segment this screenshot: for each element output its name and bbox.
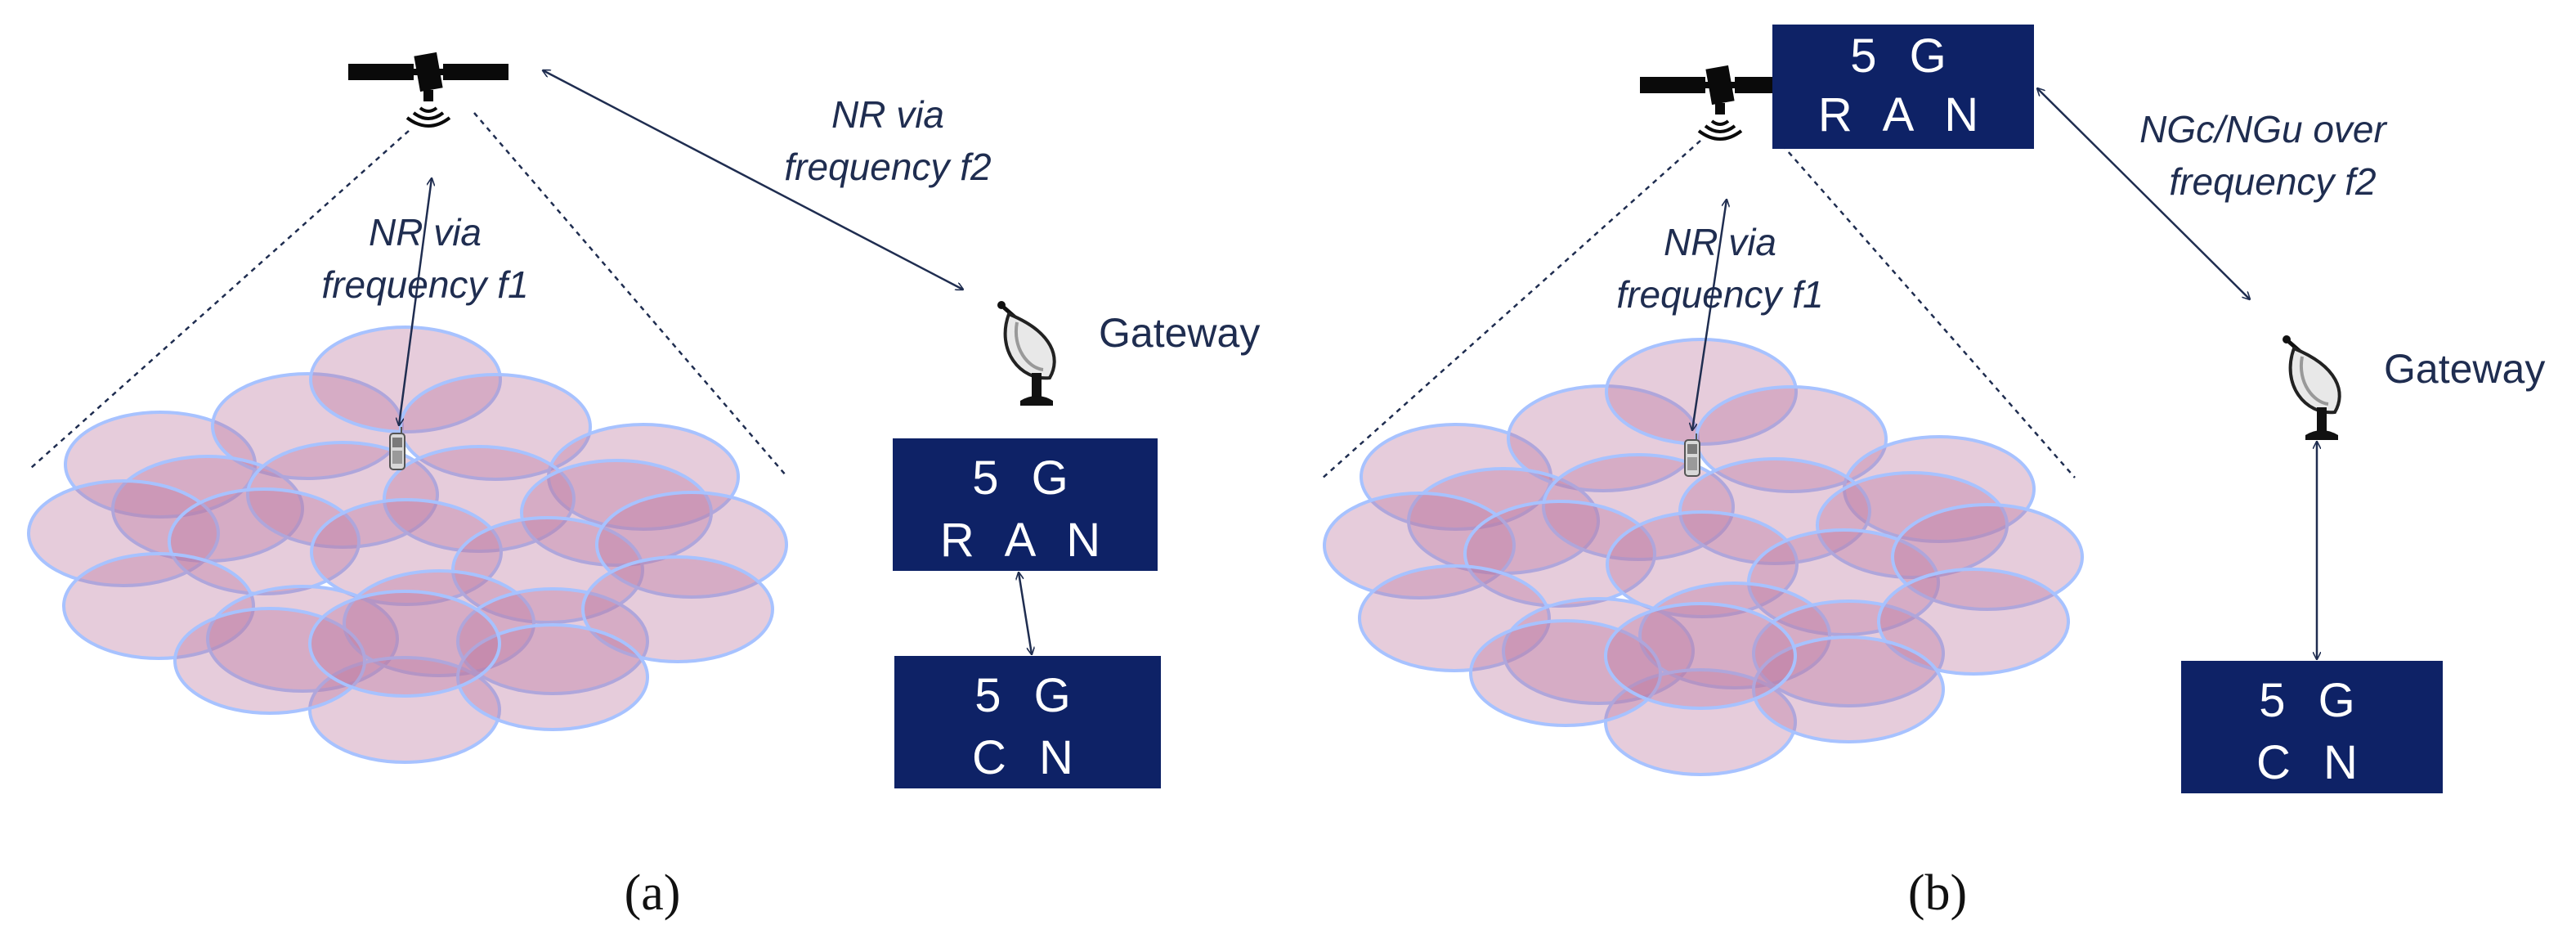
ran-box-b-line2: R A N	[1818, 88, 1988, 141]
ran-box-line2: R A N	[940, 514, 1110, 567]
phone-icon-b	[1684, 433, 1700, 477]
cn-box-line2: C N	[972, 731, 1083, 784]
link-f2-arrow	[543, 70, 963, 290]
ran-cn-link	[1019, 573, 1032, 654]
panel-b: 5 G R A N NR via frequency f1 NGc/NGu ov…	[1320, 25, 2545, 921]
link-f1-arrow-b	[1692, 200, 1727, 430]
link-f2-label-line2: frequency f2	[784, 146, 991, 188]
cn-box-b	[2181, 661, 2443, 793]
ran-box-b	[1772, 25, 2034, 149]
link-f1-label-b-line1: NR via	[1664, 221, 1776, 263]
link-f2-label-b-line1: NGc/NGu over	[2139, 108, 2387, 150]
ran-box-b-line1: 5 G	[1850, 29, 1956, 83]
coverage-beam-left-b	[1320, 140, 1701, 480]
gateway-label: Gateway	[1099, 310, 1260, 356]
link-f1-arrow	[399, 178, 432, 425]
link-f1-label-line1: NR via	[369, 211, 482, 254]
panel-a: NR via frequency f1 NR via frequency f2 …	[27, 50, 1260, 921]
phone-icon	[389, 426, 405, 470]
gateway-dish-icon-b	[2283, 335, 2340, 440]
link-f2-label-line1: NR via	[831, 93, 944, 136]
link-f2-label-b-line2: frequency f2	[2169, 160, 2376, 203]
ran-box-line1: 5 G	[972, 451, 1078, 505]
coverage-beam-right	[473, 112, 787, 477]
link-f2-arrow-b	[2037, 88, 2250, 299]
panel-a-caption: (a)	[625, 865, 681, 921]
panel-b-caption: (b)	[1908, 865, 1967, 921]
cn-box	[894, 656, 1161, 788]
satellite-icon	[347, 50, 510, 128]
cn-box-b-line2: C N	[2256, 736, 2368, 789]
cn-box-line1: 5 G	[974, 669, 1081, 722]
link-f1-label-b-line2: frequency f1	[1616, 273, 1823, 316]
gateway-dish-icon	[997, 301, 1055, 406]
coverage-beam-right-b	[1775, 137, 2076, 478]
cell-cluster	[27, 326, 788, 764]
cn-box-b-line1: 5 G	[2259, 674, 2365, 727]
ran-box	[893, 438, 1158, 571]
link-f1-label-line2: frequency f1	[321, 263, 528, 306]
gateway-label-b: Gateway	[2384, 346, 2545, 392]
cell-cluster-b	[1323, 338, 2084, 776]
